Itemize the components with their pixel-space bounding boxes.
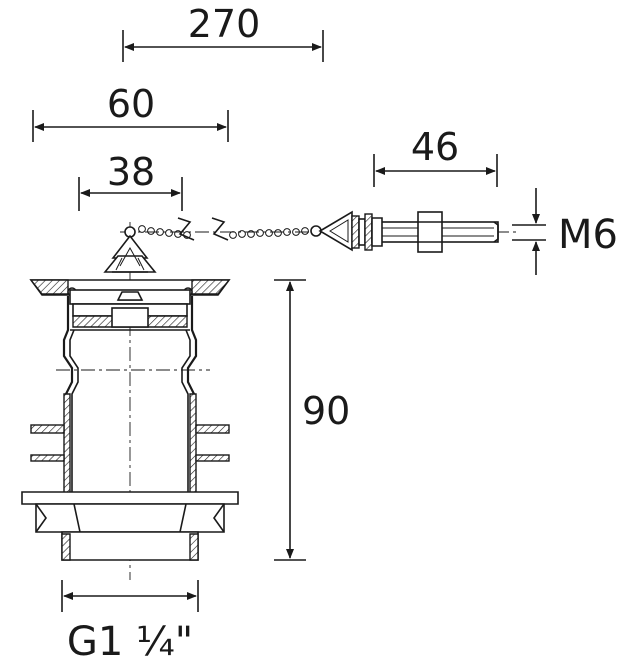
stopper-plug [103,234,157,273]
dimension-outlet-thread: G1 ¼" [61,580,199,665]
dimension-rod-length: 46 [373,125,498,187]
stopper-chain [124,217,322,241]
waste-flange [29,279,231,331]
dimension-overall-reach: 270 [122,2,324,62]
dimension-label-g1-quarter: G1 ¼" [67,619,193,665]
dimension-flange-width: 60 [32,82,229,142]
dimension-rod-thread: M6 [512,188,618,275]
waste-body [30,296,230,495]
dimension-label-46: 46 [411,125,459,169]
outlet-tail [61,531,199,561]
back-nut [21,491,239,533]
dimension-stopper-width: 38 [78,150,183,211]
overflow-rod-assembly [318,210,499,253]
dimension-label-m6: M6 [558,212,618,258]
dimension-label-90: 90 [302,389,350,433]
dimension-label-60: 60 [107,82,155,126]
dimension-label-270: 270 [188,2,261,46]
dimension-label-38: 38 [107,150,155,194]
dimension-body-height: 90 [274,279,350,561]
